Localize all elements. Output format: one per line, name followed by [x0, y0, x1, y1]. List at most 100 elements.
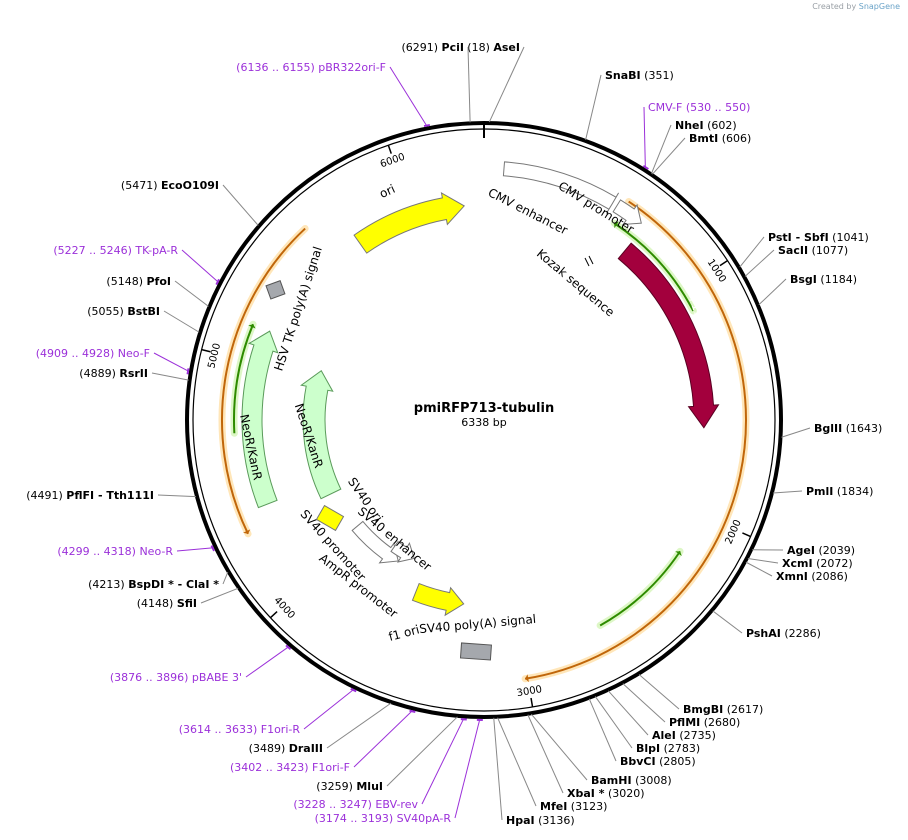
- enzyme-label: BmgBI (2617): [683, 703, 763, 716]
- tick-label-3000: 3000: [516, 684, 543, 699]
- primer-label: CMV-F (530 .. 550): [648, 101, 750, 114]
- green-arrow-left-head: [248, 324, 256, 329]
- hsv-tk-box: [265, 280, 286, 300]
- cmv-promoter-arrow: [612, 199, 642, 226]
- leader-2735: [607, 690, 649, 736]
- primer-mark-575: [642, 164, 649, 170]
- leader-602: [651, 124, 672, 174]
- enzyme-label: (5148) PfoI: [106, 275, 171, 288]
- leader-3136: [493, 717, 503, 821]
- green-arrow-lower: [599, 550, 681, 627]
- site-xbai-: XbaI * (3020): [567, 787, 645, 800]
- tick-2000: [742, 532, 751, 538]
- enzyme-label: BsgI (1184): [790, 273, 857, 286]
- enzyme-label: BbvCI (2805): [620, 755, 696, 768]
- leader-5148: [174, 280, 209, 307]
- site-bmti: BmtI (606): [689, 132, 751, 145]
- site-agei: AgeI (2039): [787, 544, 855, 557]
- orange-arrow-left: [221, 227, 306, 535]
- primer-mark-4918: [186, 368, 190, 375]
- enzyme-label: AgeI (2039): [787, 544, 855, 557]
- tick-3000: [530, 697, 534, 708]
- leader-1643: [781, 427, 811, 438]
- leader-2617: [638, 674, 680, 710]
- site-bstbi: (5055) BstBI: [87, 305, 160, 318]
- primer-label: (4299 .. 4318) Neo-R: [57, 545, 173, 558]
- green-arrow-top: [613, 222, 695, 312]
- primer-label: (3876 .. 3896) pBABE 3': [110, 671, 242, 684]
- leader-4308: [176, 547, 214, 552]
- snapgene-logo: SnapGene: [858, 2, 900, 11]
- primer-label: (3174 .. 3193) SV40pA-R: [315, 812, 452, 825]
- site-bamhi: BamHI (3008): [591, 774, 672, 787]
- site-pflfi-tth111i: (4491) PflFI - Tth111I: [26, 489, 154, 502]
- leader-3183: [454, 718, 481, 819]
- site-hpai: HpaI (3136): [506, 814, 575, 827]
- f1-ori-arrow: [411, 582, 465, 617]
- leader-3020: [527, 714, 564, 794]
- leader-4148: [200, 587, 239, 604]
- enzyme-label: (18) AseI: [467, 41, 520, 54]
- enzyme-label: XbaI * (3020): [567, 787, 645, 800]
- ori-label: ori: [377, 182, 397, 201]
- enzyme-label: (4213) BspDI * - ClaI *: [88, 578, 219, 591]
- tick-label-5000: 5000: [206, 342, 223, 369]
- leader-3623: [303, 688, 355, 730]
- tick-label-6000: 6000: [379, 152, 407, 171]
- primer-mark-3886: [285, 644, 292, 651]
- enzyme-label: (4148) SfiI: [137, 597, 197, 610]
- site-alei: AleI (2735): [652, 729, 716, 742]
- enzyme-label: AleI (2735): [652, 729, 716, 742]
- enzyme-label: HpaI (3136): [506, 814, 575, 827]
- primer-mark-6145: [423, 123, 431, 128]
- site-ebv-rev: (3228 .. 3247) EBV-rev: [293, 798, 418, 811]
- site-neo-f: (4909 .. 4928) Neo-F: [36, 347, 150, 360]
- leader-4213: [222, 571, 229, 585]
- primer-label: (6136 .. 6155) pBR322ori-F: [236, 61, 386, 74]
- orange-arrow-right: [524, 200, 747, 680]
- leader-351: [585, 74, 602, 140]
- sv40-ori-box: [315, 504, 345, 532]
- leader-575: [643, 106, 646, 169]
- enzyme-label: SacII (1077): [778, 244, 848, 257]
- site-rsrii: (4889) RsrII: [79, 367, 148, 380]
- green-arrow-lower-glow: [596, 547, 684, 629]
- site-bsgi: BsgI (1184): [790, 273, 857, 286]
- green-arrow-lower-head: [675, 551, 682, 556]
- leader-2072: [747, 557, 779, 564]
- site-asei: (18) AseI: [467, 41, 520, 54]
- primer-mark-4308: [210, 545, 215, 552]
- site-psti-sbfi: PstI - SbfI (1041): [768, 231, 869, 244]
- tick-label-4000: 4000: [271, 595, 296, 621]
- site-ecoo109i: (5471) EcoO109I: [121, 179, 219, 192]
- site-nhei: NheI (602): [675, 119, 737, 132]
- leader-18: [488, 46, 525, 123]
- leader-4491: [157, 494, 197, 498]
- plasmid-name: pmiRFP713-tubulin: [414, 401, 554, 416]
- leader-1184: [758, 278, 787, 306]
- site-pmli: PmlI (1834): [806, 485, 873, 498]
- tick-4000: [269, 611, 278, 619]
- leader-6145: [389, 66, 428, 127]
- leader-5055: [163, 310, 200, 333]
- primer-label: (4909 .. 4928) Neo-F: [36, 347, 150, 360]
- enzyme-label: MfeI (3123): [540, 800, 607, 813]
- orange-arrow-right-head: [525, 674, 529, 683]
- enzyme-label: BlpI (2783): [636, 742, 700, 755]
- enzyme-label: (5055) BstBI: [87, 305, 160, 318]
- site-blpi: BlpI (2783): [636, 742, 700, 755]
- sv40-polya-box: [459, 642, 492, 661]
- leader-6291: [467, 46, 471, 123]
- enzyme-label: PflMI (2680): [669, 716, 740, 729]
- neo-inner-arrow: [300, 370, 342, 500]
- site-neo-r: (4299 .. 4318) Neo-R: [57, 545, 173, 558]
- leader-2680: [622, 683, 666, 723]
- kozak-mark-2: [588, 255, 594, 265]
- tick-1000: [719, 260, 728, 267]
- enzyme-label: BglII (1643): [814, 422, 882, 435]
- site-f1ori-f: (3402 .. 3423) F1ori-F: [230, 761, 350, 774]
- enzyme-label: XmnI (2086): [776, 570, 848, 583]
- green-arrow-top-head: [614, 221, 619, 229]
- primer-label: (3402 .. 3423) F1ori-F: [230, 761, 350, 774]
